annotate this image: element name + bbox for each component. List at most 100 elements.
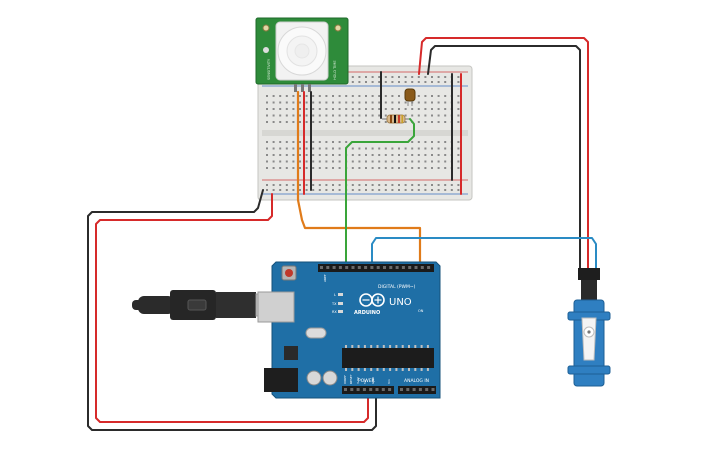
breadboard-hole [457,154,460,156]
breadboard-hole [378,160,381,163]
breadboard-hole [378,184,381,186]
breadboard-hole [398,184,400,186]
breadboard-hole [285,189,288,191]
breadboard-hole [437,95,440,97]
header-pin [357,266,361,269]
chip-pin [414,368,417,371]
breadboard-hole [417,189,420,191]
reset-label: RESET [349,374,353,384]
breadboard-hole [378,154,381,156]
breadboard-hole [351,147,354,150]
breadboard-hole [292,184,295,186]
chip-pin [345,368,347,371]
chip-pin [376,345,379,348]
breadboard-hole [299,147,301,150]
servo-motor[interactable] [567,268,611,387]
breadboard-hole [338,160,341,163]
breadboard-hole [266,108,268,110]
breadboard-hole [299,141,301,143]
ioref-label: IOREF [343,375,347,384]
chip-pin [363,345,366,348]
breadboard-hole [391,108,394,110]
breadboard-hole [404,121,407,123]
header-pin [376,266,380,269]
header-pin [418,388,422,391]
breadboard-hole [424,76,427,78]
wire-red-arduino-5v[interactable] [95,193,369,423]
breadboard-hole [437,108,440,110]
header-pin [406,388,410,391]
wire-orange-pir-signal[interactable] [296,90,422,270]
breadboard-hole [424,95,427,97]
breadboard-hole [365,121,367,123]
hold-time-knob-icon[interactable] [334,24,342,32]
l-label: L [334,293,336,297]
breadboard-hole [371,108,374,110]
header-pin [320,266,323,269]
breadboard-hole [285,114,288,117]
breadboard-hole [351,81,354,83]
breadboard-hole [266,141,268,143]
breadboard-hole [312,141,315,143]
capacitor-icon [306,370,322,386]
breadboard-hole [292,154,295,156]
analog-pin-header[interactable] [400,388,435,391]
breadboard-hole [444,95,447,97]
breadboard-hole [299,184,301,186]
breadboard-hole [424,114,427,117]
breadboard-hole [365,76,367,78]
arduino-brand: ARDUINO [354,310,380,316]
breadboard-hole [272,154,275,156]
power-jack[interactable] [264,368,298,392]
header-pin [408,266,412,269]
breadboard-hole [391,189,394,191]
breadboard-hole [279,184,282,186]
breadboard-hole [358,81,361,83]
led[interactable] [404,88,416,106]
wire-blue-servo-signal[interactable] [371,237,597,269]
wire-green-led-signal[interactable] [345,118,415,269]
breadboard-hole [384,160,387,163]
breadboard-hole [332,95,334,97]
breadboard-hole [378,189,381,191]
breadboard-hole [338,141,341,143]
breadboard-hole [345,108,348,110]
breadboard-hole [424,108,427,110]
breadboard-hole [279,147,282,150]
header-pin [351,266,355,269]
breadboard-hole [391,81,394,83]
breadboard-hole [325,121,328,123]
wire-black-servo-gnd[interactable] [427,45,581,269]
breadboard-hole [424,81,427,83]
breadboard-hole [279,167,282,169]
breadboard-hole [398,108,400,110]
breadboard-hole [272,184,275,186]
breadboard-hole [312,114,315,117]
breadboard-hole [384,76,387,78]
header-pin [369,388,373,391]
breadboard-hole [351,160,354,163]
breadboard-hole [285,121,288,123]
sensitivity-knob-icon[interactable] [262,24,270,32]
header-pin [362,388,366,391]
wire-red-servo-power[interactable] [418,37,589,269]
breadboard-hole [431,108,433,110]
chip-pin [426,368,429,371]
resistor[interactable] [382,114,410,124]
breadboard-hole [358,154,361,156]
breadboard-hole [325,154,328,156]
usb-jack[interactable] [257,291,295,323]
breadboard-hole [391,154,394,156]
breadboard-hole [325,160,328,163]
breadboard-hole [312,108,315,110]
digital-pin-header[interactable] [320,266,431,269]
wire-black-arduino-gnd[interactable] [87,189,377,431]
breadboard-hole [444,147,447,150]
servo-horn-icon[interactable] [581,317,597,361]
breadboard-hole [444,160,447,163]
breadboard-hole [332,114,334,117]
power-pin-header[interactable] [344,388,392,391]
breadboard-hole [305,160,308,163]
breadboard-hole [325,114,328,117]
breadboard-hole [338,121,341,123]
